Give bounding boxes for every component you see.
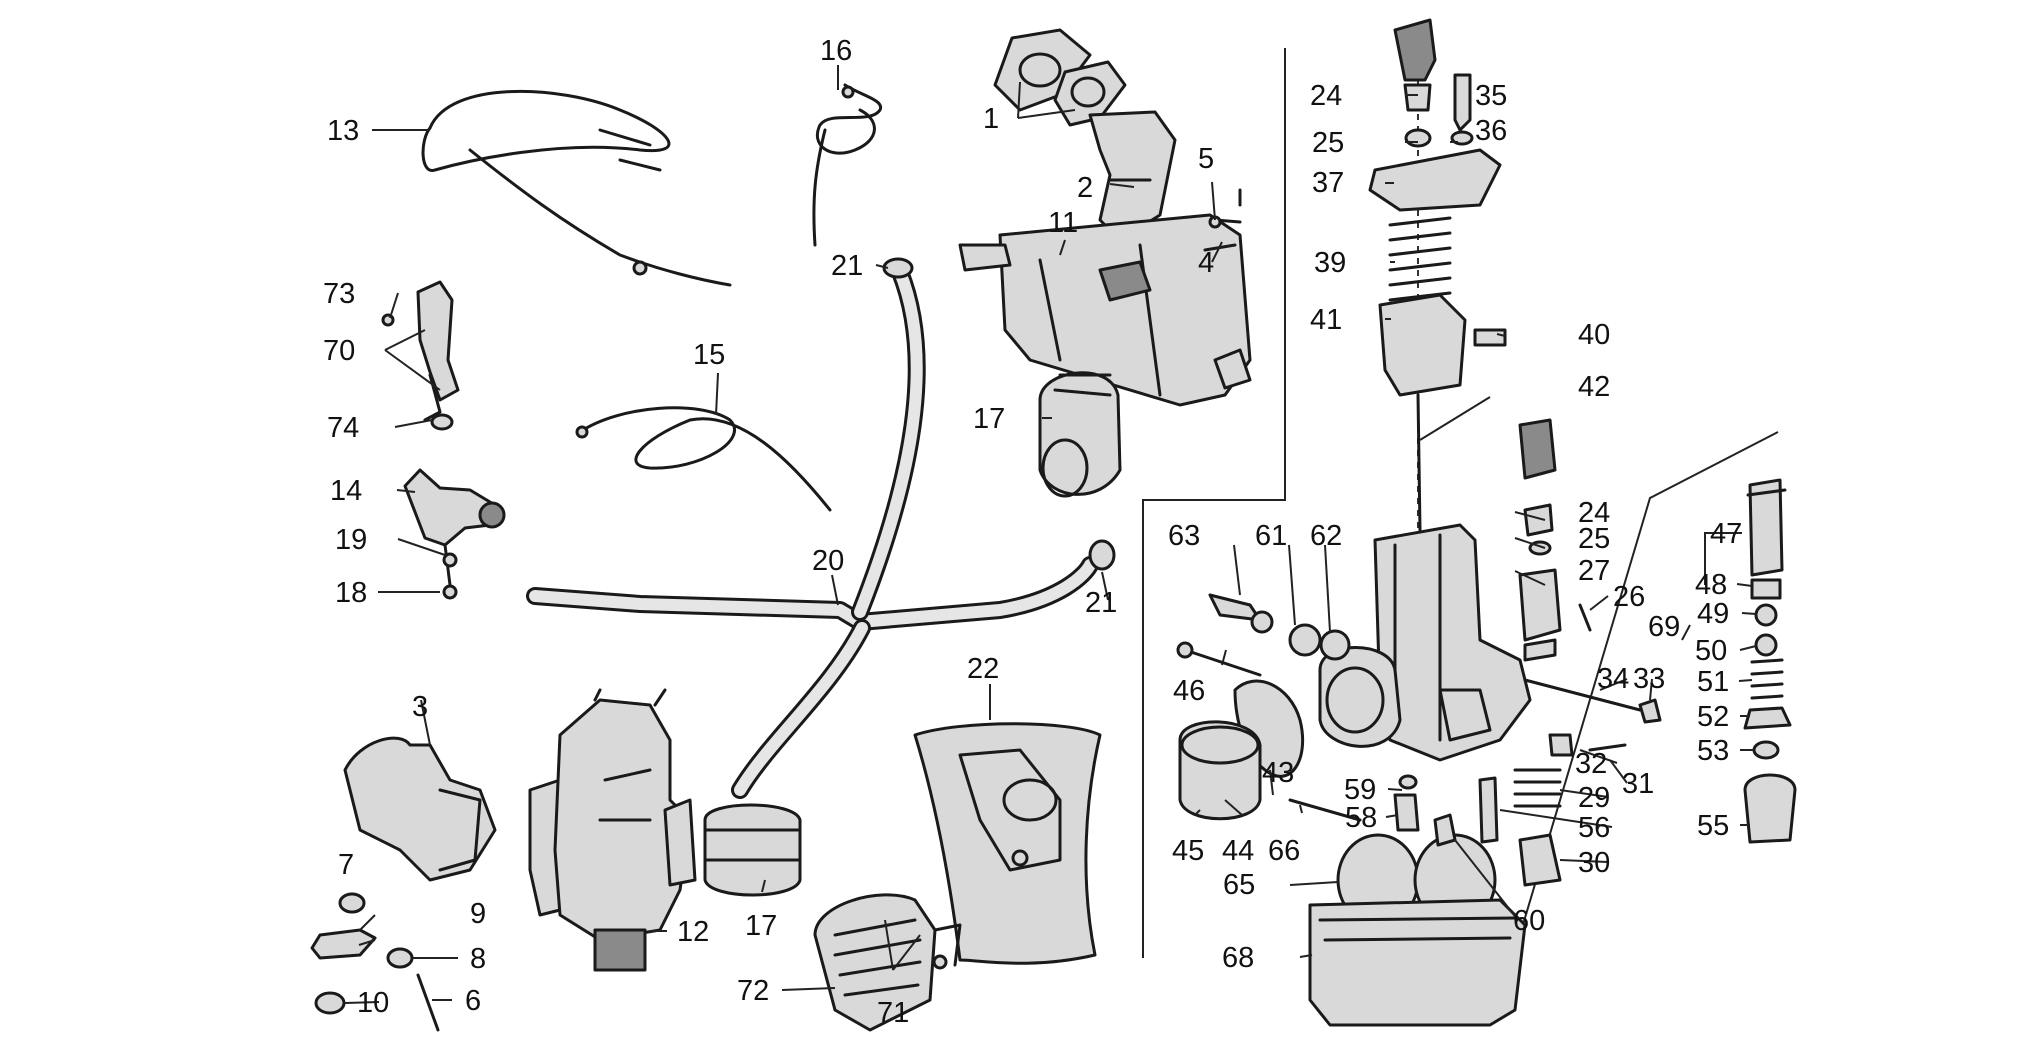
label-26: 26: [1613, 581, 1645, 613]
needle-jet-detail: [1743, 478, 1797, 844]
label-52: 52: [1697, 701, 1729, 733]
label-4: 4: [1198, 247, 1214, 279]
label-17b: 17: [745, 910, 777, 942]
label-2: 2: [1077, 172, 1093, 204]
label-29: 29: [1578, 782, 1610, 814]
intake-gasket: [913, 722, 1102, 965]
cable-adjuster: [403, 468, 506, 600]
label-55: 55: [1697, 810, 1729, 842]
throttle-cable: [421, 89, 732, 287]
leader-lines: [344, 65, 1757, 1004]
label-22: 22: [967, 653, 999, 685]
label-37: 37: [1312, 167, 1344, 199]
label-45: 45: [1172, 835, 1204, 867]
main-carburetor-body: [1176, 18, 1662, 1027]
label-5: 5: [1198, 143, 1214, 175]
label-66: 66: [1268, 835, 1300, 867]
label-9: 9: [470, 898, 486, 930]
label-74: 74: [327, 412, 359, 444]
label-44: 44: [1222, 835, 1254, 867]
label-49: 49: [1697, 598, 1729, 630]
label-46: 46: [1173, 675, 1205, 707]
label-21a: 21: [831, 250, 863, 282]
filter-cover: [813, 893, 962, 1032]
label-25b: 25: [1578, 523, 1610, 555]
label-50: 50: [1695, 635, 1727, 667]
label-8: 8: [470, 943, 486, 975]
lower-carburetor-assembly: [343, 688, 802, 972]
label-48: 48: [1695, 569, 1727, 601]
label-43: 43: [1262, 757, 1294, 789]
label-10: 10: [357, 987, 389, 1019]
label-59: 59: [1344, 774, 1376, 806]
label-15: 15: [693, 339, 725, 371]
label-58: 58: [1345, 802, 1377, 834]
label-30: 30: [1578, 847, 1610, 879]
frame-top-section: [1142, 48, 1286, 958]
label-60: 60: [1513, 905, 1545, 937]
label-14: 14: [330, 475, 362, 507]
label-3: 3: [412, 691, 428, 723]
label-19: 19: [335, 524, 367, 556]
label-51: 51: [1697, 666, 1729, 698]
label-17a: 17: [973, 403, 1005, 435]
part-labels: 13 16 1 2 5 4 11 21 73 70 74 15 17 14 19…: [323, 35, 1742, 1029]
label-1: 1: [983, 103, 999, 135]
label-32: 32: [1575, 748, 1607, 780]
label-53: 53: [1697, 735, 1729, 767]
fuel-hose-assembly: [526, 257, 1116, 799]
label-24a: 24: [1310, 80, 1342, 112]
label-18: 18: [335, 577, 367, 609]
label-12: 12: [677, 916, 709, 948]
label-16: 16: [820, 35, 852, 67]
label-20: 20: [812, 545, 844, 577]
label-11: 11: [1048, 207, 1078, 239]
label-13: 13: [327, 115, 359, 147]
label-31: 31: [1622, 768, 1654, 800]
label-25a: 25: [1312, 127, 1344, 159]
return-cable: [575, 406, 832, 512]
label-36: 36: [1475, 115, 1507, 147]
label-35: 35: [1475, 80, 1507, 112]
label-39: 39: [1314, 247, 1346, 279]
label-27: 27: [1578, 555, 1610, 587]
label-73: 73: [323, 278, 355, 310]
label-69: 69: [1648, 611, 1680, 643]
label-41: 41: [1310, 304, 1342, 336]
choke-cable: [812, 83, 883, 247]
label-68: 68: [1222, 942, 1254, 974]
label-6: 6: [465, 985, 481, 1017]
fastener-set: [310, 892, 440, 1032]
label-40: 40: [1578, 319, 1610, 351]
label-70: 70: [323, 335, 355, 367]
label-24b: 24: [1578, 497, 1610, 529]
label-34: 34: [1597, 663, 1629, 695]
label-62: 62: [1310, 520, 1342, 552]
frame-detail-section: [1504, 431, 1779, 986]
mounting-bracket: [381, 280, 460, 431]
label-71: 71: [877, 997, 909, 1029]
label-72: 72: [737, 975, 769, 1007]
label-61: 61: [1255, 520, 1287, 552]
label-56: 56: [1578, 812, 1610, 844]
label-63: 63: [1168, 520, 1200, 552]
label-65: 65: [1223, 869, 1255, 901]
label-21b: 21: [1085, 587, 1117, 619]
label-33: 33: [1633, 663, 1665, 695]
label-7: 7: [338, 849, 354, 881]
label-42: 42: [1578, 371, 1610, 403]
label-47: 47: [1710, 518, 1742, 550]
